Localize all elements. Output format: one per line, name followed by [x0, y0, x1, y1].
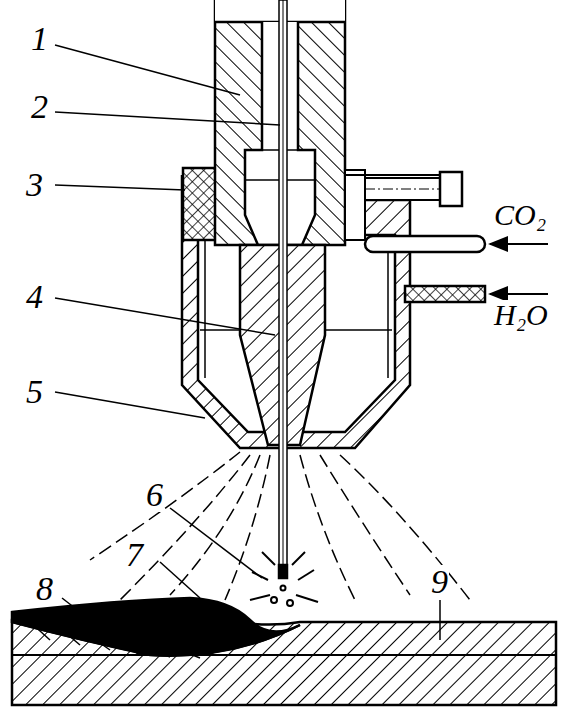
callout-number: 5 — [25, 375, 44, 409]
callout-number: 8 — [35, 572, 54, 606]
callout-number: 1 — [30, 22, 49, 56]
callout-number: 7 — [125, 538, 144, 572]
medium-label: H₂O — [493, 300, 549, 330]
callout-number: 9 — [430, 565, 449, 599]
callout-number: 4 — [25, 280, 44, 314]
callout-number: 3 — [25, 168, 44, 202]
medium-label: CO₂ — [493, 200, 547, 230]
callout-number: 6 — [145, 478, 164, 512]
callout-number: 2 — [30, 90, 49, 124]
